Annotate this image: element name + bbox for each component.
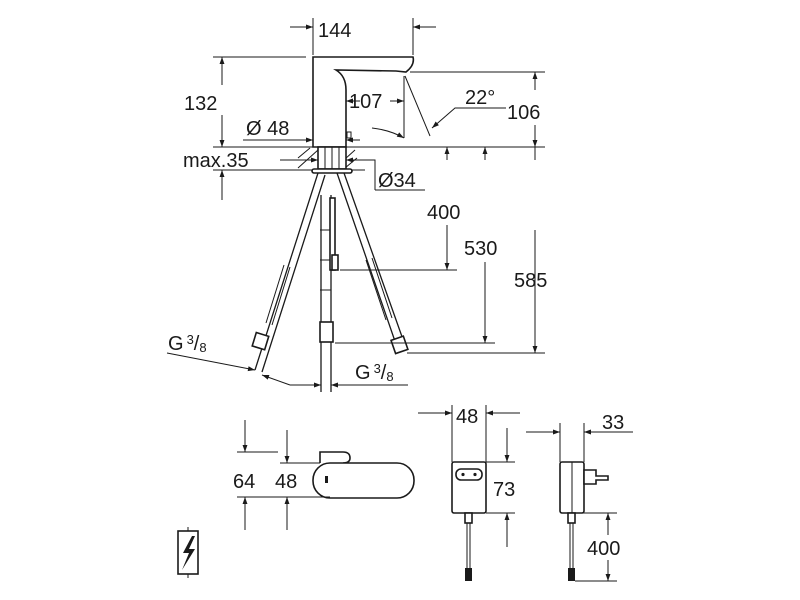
dim-hole-diameter: Ø34 [378,170,416,192]
dim-outlet-height: 106 [507,102,540,124]
power-supply-front-view: 48 73 [418,405,520,581]
dim-base-diameter: Ø 48 [246,118,289,140]
faucet-top-view: 64 48 [233,420,415,530]
dim-spray-angle: 22° [465,87,495,109]
faucet-side-view [213,56,545,174]
electrical-lightning-icon [177,527,199,578]
dim-cable-length: 400 [427,202,460,224]
dimension-lines [166,18,545,388]
dim-psu-depth: 33 [602,412,624,434]
dim-top-outer: 64 [233,471,255,493]
dim-psu-height: 73 [493,479,515,501]
dim-max-deck: max.35 [183,150,249,172]
dimension-labels: 144 132 107 22° 106 Ø 48 max.35 Ø34 400 … [168,20,547,384]
dim-spout-width: 144 [318,20,351,42]
dim-psu-width: 48 [456,406,478,428]
dim-hose-long: 585 [514,270,547,292]
power-supply-side-view: 33 400 [526,412,633,582]
dim-top-inner: 48 [275,471,297,493]
dim-total-height: 132 [184,93,217,115]
dim-psu-cable: 400 [587,538,620,560]
supply-hoses [251,172,409,392]
dim-spout-reach: 107 [349,91,382,113]
dim-hose-short: 530 [464,238,497,260]
